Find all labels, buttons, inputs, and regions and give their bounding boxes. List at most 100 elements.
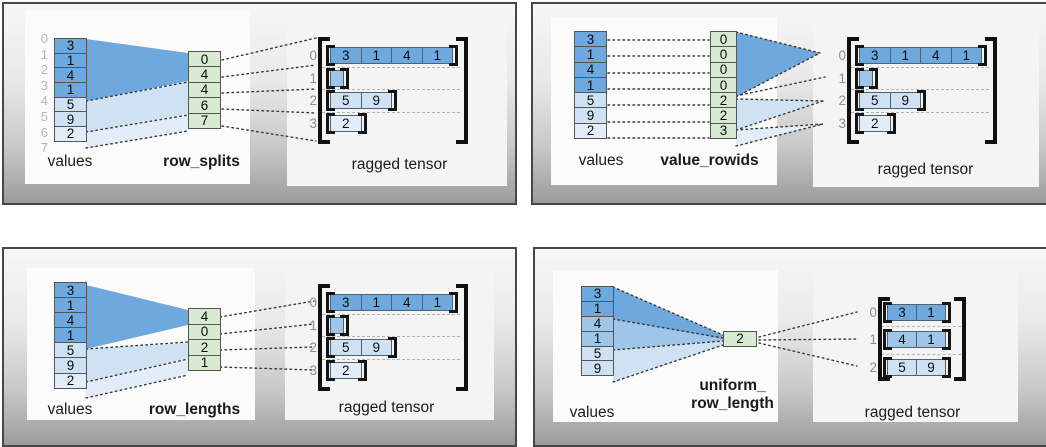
outer-close-bracket	[954, 297, 966, 381]
row-separator	[322, 89, 460, 90]
encoding-cell: 2	[723, 331, 757, 347]
row-separator	[322, 359, 460, 360]
value-cell: 1	[574, 46, 607, 63]
value-cell: 1	[581, 330, 614, 347]
value-cell: 5	[574, 92, 607, 109]
ragged-tensor-panel-box	[287, 17, 507, 186]
dotted-connector	[219, 346, 315, 351]
funnel-dark	[613, 287, 723, 339]
open-bracket-icon	[855, 90, 864, 112]
dotted-connector	[221, 108, 317, 114]
encoding-cell: 4	[188, 81, 221, 99]
dotted-connector	[612, 318, 724, 339]
ragged-cell	[859, 69, 873, 87]
dotted-connector	[221, 64, 317, 78]
encoding-cell: 0	[710, 46, 737, 63]
ragged-cell: 1	[360, 293, 392, 311]
value-cell: 9	[581, 360, 614, 377]
open-bracket-icon	[855, 112, 864, 134]
encoding-cell: 2	[188, 339, 221, 356]
outer-open-bracket	[847, 37, 859, 144]
dotted-connector	[85, 81, 189, 102]
dotted-connector	[85, 114, 189, 133]
encoding-cell: 0	[710, 76, 737, 94]
value-cell: 5	[54, 96, 87, 113]
dotted-connector	[85, 130, 189, 149]
ragged-cell: 1	[889, 46, 921, 64]
outer-open-bracket	[878, 297, 890, 381]
dotted-connector	[219, 323, 315, 335]
row-separator	[322, 67, 460, 68]
encoding-cell: 2	[710, 92, 737, 109]
dotted-connector	[85, 341, 189, 350]
value-cell: 2	[574, 122, 607, 140]
dotted-connector	[735, 98, 824, 102]
open-bracket-icon	[855, 44, 864, 66]
close-bracket-icon	[449, 291, 458, 313]
dotted-connector	[735, 100, 824, 131]
row-cells: 2	[859, 114, 891, 132]
funnel-dark	[86, 39, 188, 101]
row-index-label: 1	[309, 317, 317, 333]
funnel-dark	[86, 285, 188, 349]
funnel-dark	[736, 32, 820, 97]
value-index-label: 1	[40, 46, 48, 62]
dotted-connector	[221, 37, 317, 61]
row-separator	[322, 112, 460, 113]
ragged-cell: 4	[391, 46, 423, 64]
connector-layer	[85, 285, 315, 399]
row-index-label: 1	[838, 70, 846, 86]
close-bracket-icon	[357, 112, 367, 134]
dotted-connector	[612, 340, 724, 351]
dotted-connector	[219, 366, 315, 371]
value-cell: 5	[581, 345, 614, 362]
value-index-label: 0	[40, 31, 48, 46]
outer-close-bracket	[456, 284, 468, 391]
outer-open-bracket	[318, 37, 330, 144]
close-bracket-icon	[917, 90, 926, 112]
dotted-connector	[221, 88, 317, 94]
value-cell: 4	[54, 67, 87, 84]
row-separator	[322, 336, 460, 337]
value-index-label: 5	[40, 108, 48, 124]
ragged-cell: 1	[916, 304, 946, 322]
ragged-cell: 1	[421, 293, 453, 311]
value-cell: 1	[574, 76, 607, 94]
value-cell: 1	[54, 327, 87, 344]
close-bracket-icon	[942, 302, 951, 324]
row-separator	[881, 326, 961, 327]
funnel-light	[613, 341, 723, 382]
ragged-cell: 9	[360, 92, 392, 110]
outer-open-bracket	[318, 284, 330, 391]
dotted-connector	[612, 344, 724, 383]
encoding-cell: 0	[188, 51, 221, 68]
ragged-row: 1	[300, 314, 458, 337]
row-index-label: 3	[838, 115, 846, 131]
values-label: values	[578, 152, 624, 169]
close-bracket-icon	[340, 67, 349, 89]
open-bracket-icon	[883, 356, 892, 378]
close-bracket-icon	[357, 359, 367, 381]
dotted-connector	[758, 342, 858, 367]
row-separator	[851, 67, 989, 68]
ragged-cell: 9	[360, 339, 392, 357]
row-index-label: 2	[309, 340, 317, 356]
value-cell: 4	[574, 61, 607, 78]
encoding-cell: 0	[710, 31, 737, 48]
encoding-cell: 3	[710, 122, 737, 140]
